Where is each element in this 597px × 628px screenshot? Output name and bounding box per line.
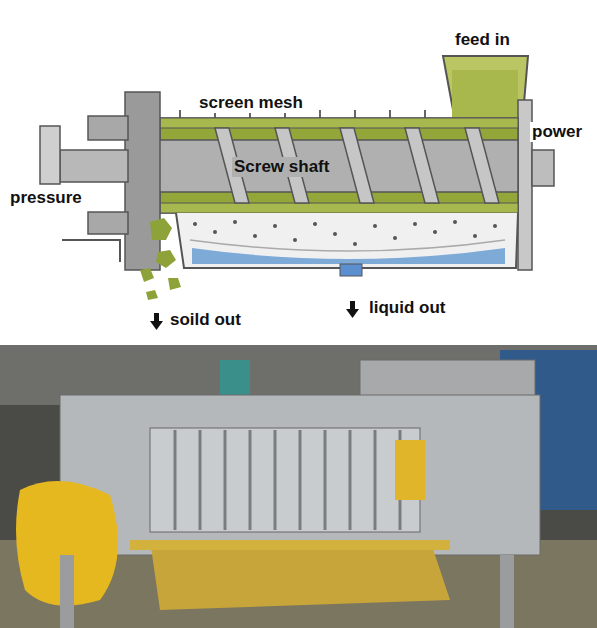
part-label: feed in [453, 30, 512, 50]
part-label: liquid out [367, 298, 447, 318]
part-label: pressure [8, 188, 84, 208]
droplets [193, 220, 497, 246]
part-label: power [530, 122, 584, 142]
pressure-block [88, 116, 128, 140]
screw-flights [215, 128, 499, 203]
part-label: Screw shaft [232, 157, 331, 177]
down-arrow [346, 301, 359, 318]
frame-bracket [62, 240, 120, 262]
pressure-rod [60, 150, 128, 182]
collection-tray [176, 213, 518, 268]
part-label: soild out [168, 310, 243, 330]
feed-hopper [443, 56, 528, 126]
pressure-housing [125, 92, 160, 270]
power-coupling [532, 150, 554, 186]
screen-mesh-top [160, 118, 518, 128]
pressure-block [88, 212, 128, 234]
solid-chunks [140, 218, 181, 300]
screw-shaft [150, 140, 518, 192]
tray-curve [190, 240, 505, 251]
part-label: screen mesh [197, 93, 305, 113]
liquid-pool [192, 248, 505, 264]
screen-mesh-bottom [160, 203, 518, 213]
machine-photo [0, 345, 597, 628]
liquid-outlet [340, 264, 362, 276]
down-arrow [150, 313, 163, 330]
pressure-cap [40, 126, 60, 184]
